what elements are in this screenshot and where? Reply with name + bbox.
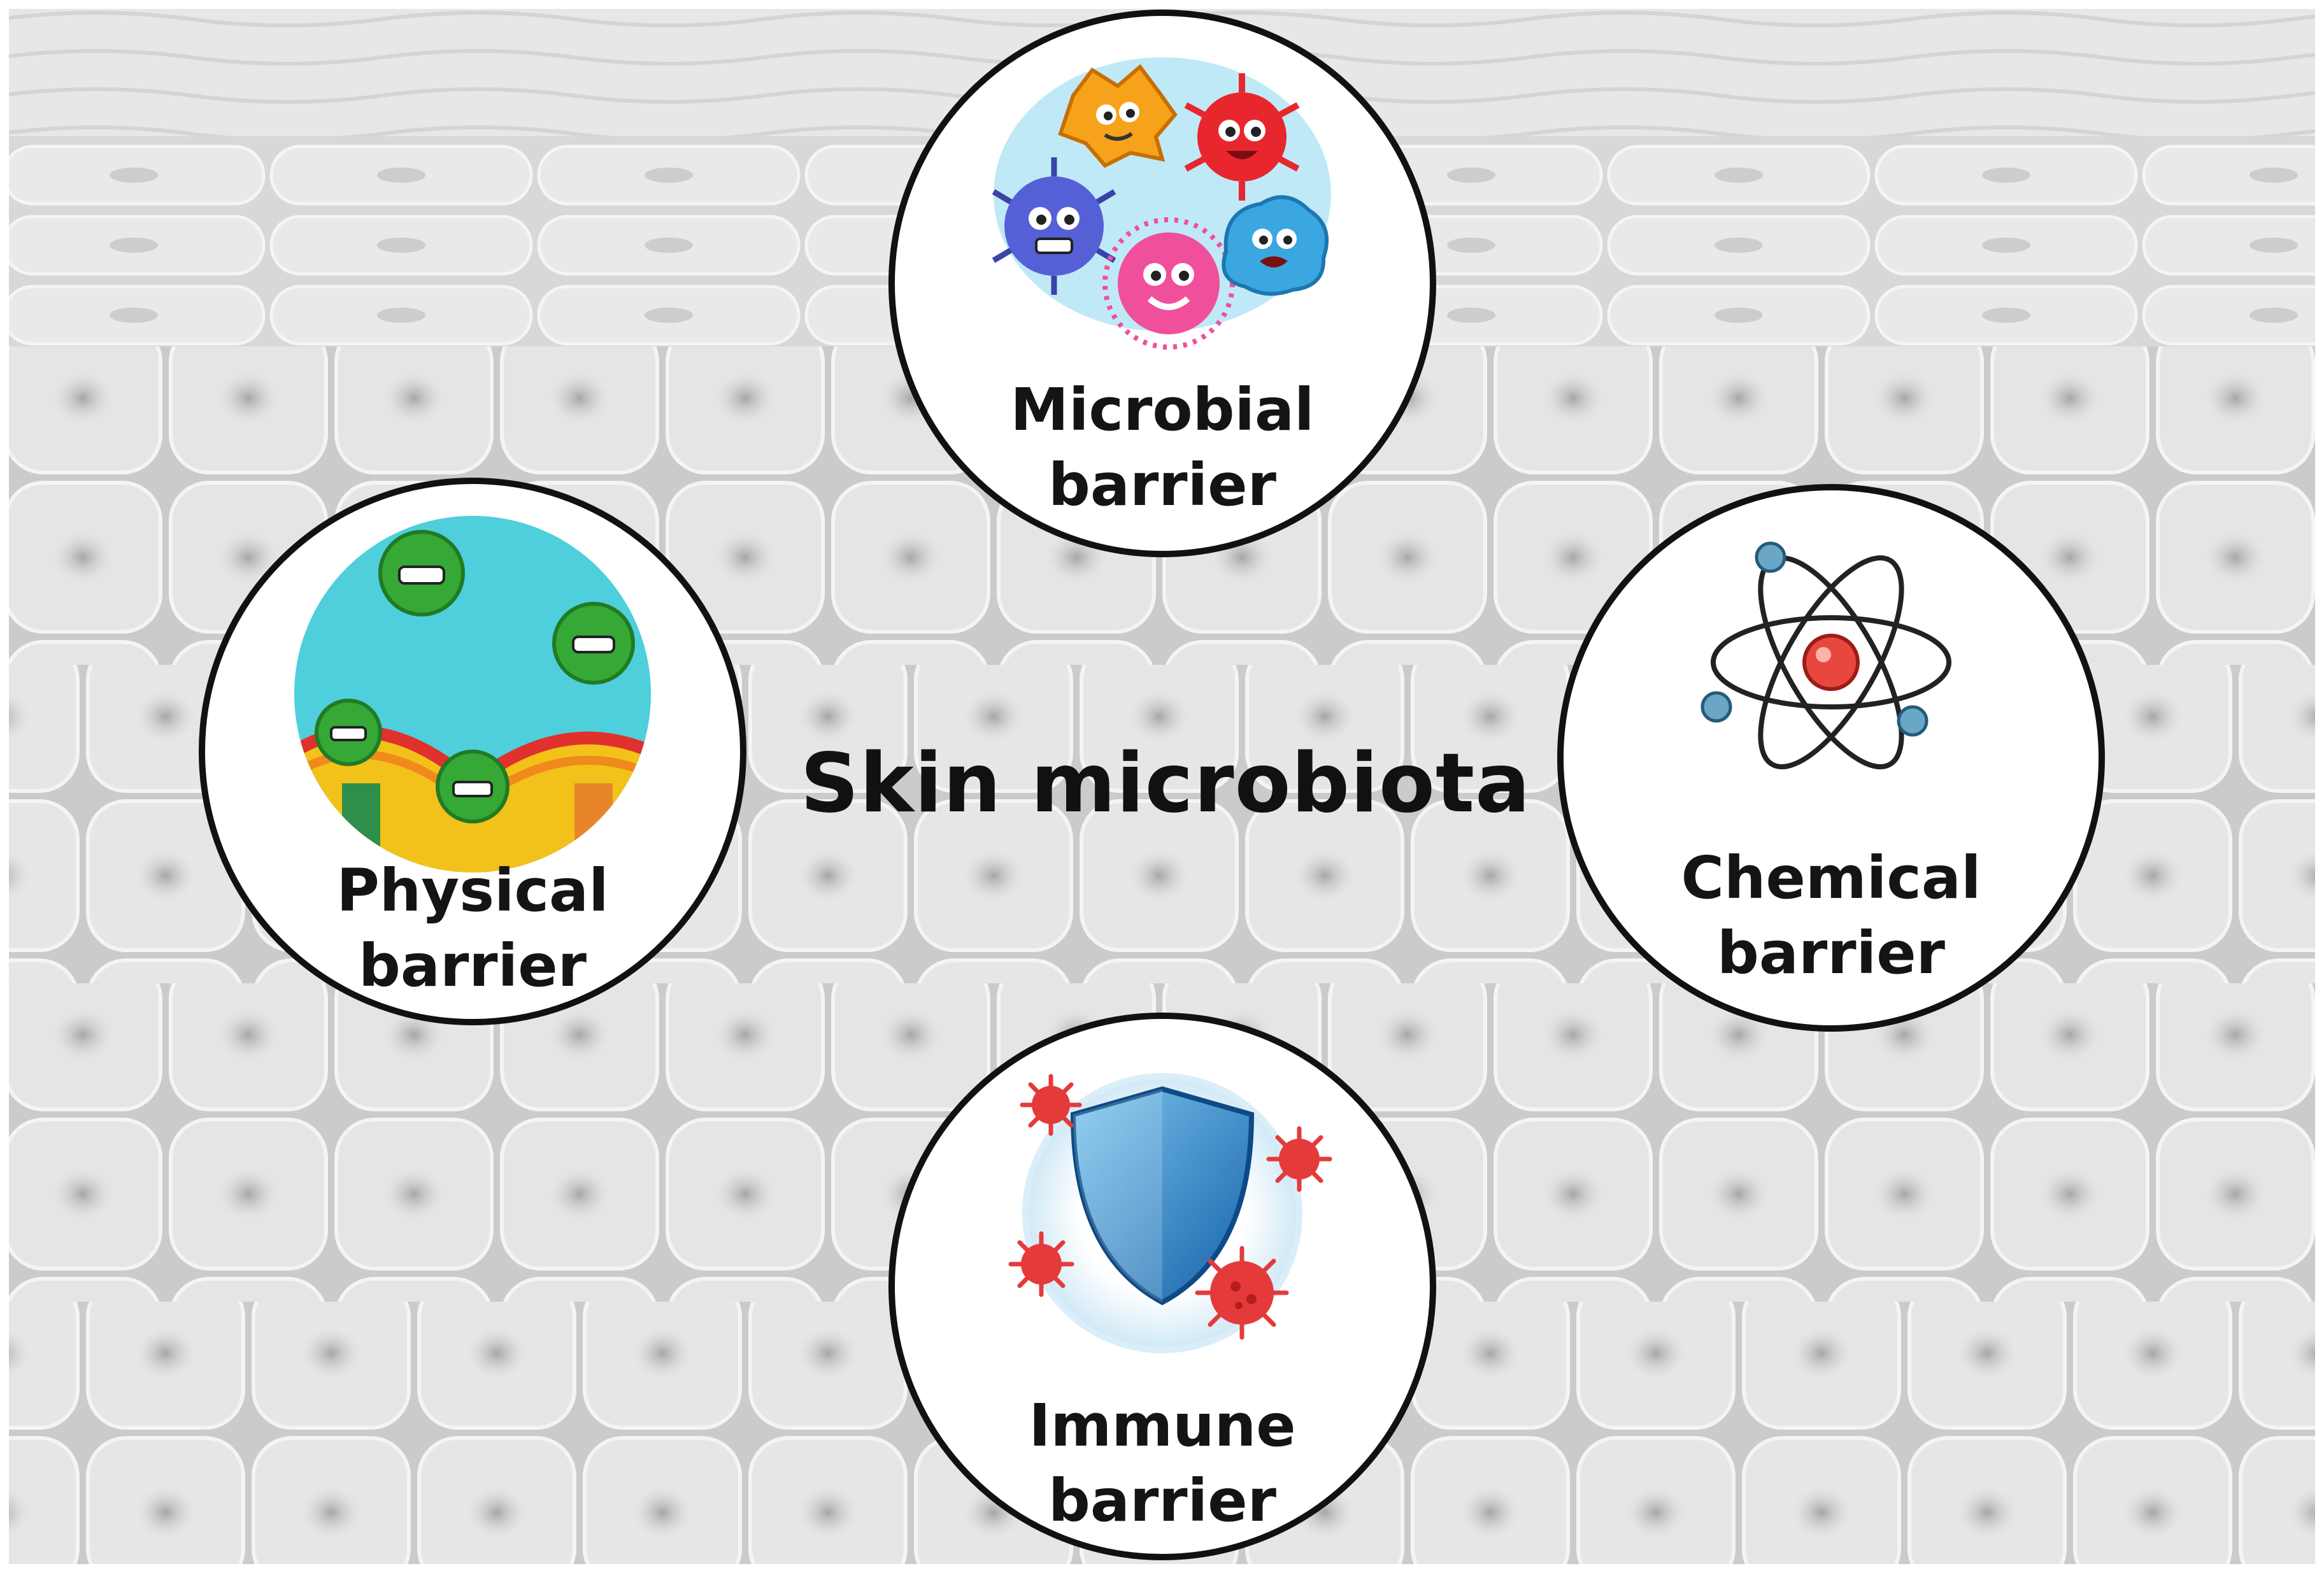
microbial-barrier-line2: barrier [1048, 451, 1276, 519]
cartoon-microbes-icon [992, 57, 1331, 350]
physical-barrier-node: Physical barrier [199, 478, 746, 1025]
chemical-barrier-label: Chemical barrier [1564, 841, 2099, 991]
immune-barrier-line2: barrier [1048, 1467, 1276, 1535]
microbial-barrier-label: Microbial barrier [895, 373, 1430, 523]
physical-barrier-line2: barrier [359, 932, 587, 1000]
chemical-barrier-node: Chemical barrier [1557, 484, 2105, 1032]
immune-barrier-line1: Immune [1029, 1392, 1296, 1460]
atom-icon [1700, 541, 1951, 769]
immune-barrier-label: Immune barrier [895, 1388, 1430, 1539]
chemical-barrier-line2: barrier [1717, 919, 1945, 987]
physical-barrier-label: Physical barrier [205, 853, 740, 1004]
microbial-barrier-line1: Microbial [1010, 376, 1315, 444]
chemical-barrier-line1: Chemical [1681, 844, 1981, 912]
shield-with-viruses-icon [1008, 1073, 1332, 1353]
physical-barrier-line1: Physical [336, 857, 609, 925]
microbial-barrier-node: Microbial barrier [888, 10, 1436, 557]
center-title: Skin microbiota [800, 736, 1531, 831]
skin-layer-with-microbes-icon [294, 516, 651, 872]
immune-barrier-node: Immune barrier [888, 1013, 1436, 1560]
